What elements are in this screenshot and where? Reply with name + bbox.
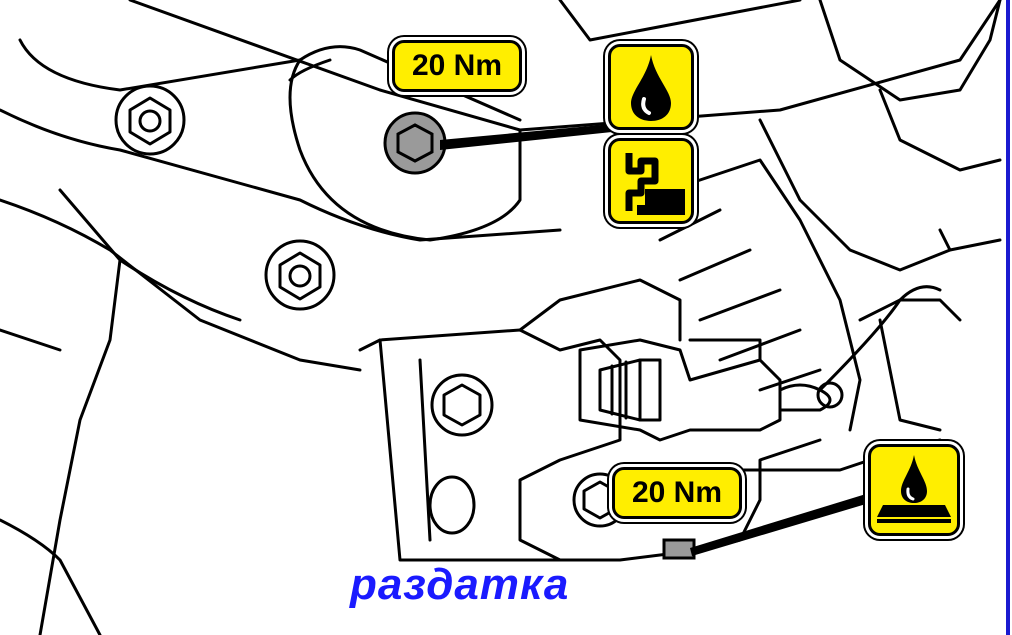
caption-label: раздатка [350,560,570,609]
fill-level-icon [608,138,694,224]
fill-plug-bolt [383,111,447,175]
torque-label-bottom: 20 Nm [631,476,723,509]
right-frame-border [1006,0,1010,635]
bolt-lower-left [430,373,494,437]
bolt-upper-left [114,84,186,156]
oil-drain-pan-icon [868,444,960,536]
upper-housing-outline [128,0,1002,132]
torque-label-top: 20 Nm [411,49,503,82]
torque-badge-bottom: 20 Nm [612,467,742,519]
bolt-middle-left [264,239,336,311]
sensor-connector [578,338,782,442]
bracket-plate [358,328,822,562]
torque-badge-top: 20 Nm [392,40,522,92]
gear-ridges [638,158,862,432]
oil-drop-icon [608,44,694,130]
drain-plug-bolt [662,538,696,560]
leader-drain-plug [690,494,866,556]
leader-fill-plug [440,124,612,150]
